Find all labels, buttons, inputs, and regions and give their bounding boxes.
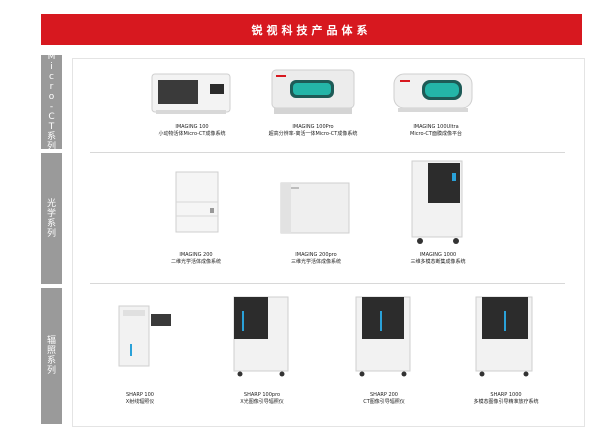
section-label-char: 照 [46, 346, 56, 356]
imaging-1000-image [411, 160, 463, 244]
sharp-100-image [118, 305, 171, 367]
section-label-optical: 光学系列 [41, 153, 62, 284]
section-label-char: 列 [46, 366, 56, 376]
section-label-char: 系 [46, 356, 56, 366]
divider [90, 283, 565, 284]
sharp-1000-image [475, 296, 533, 377]
section-label-char: C [48, 112, 55, 122]
section-label-irradiation: 辐照系列 [41, 288, 62, 424]
section-label-char: o [48, 92, 55, 102]
divider [90, 152, 565, 153]
section-label-char: T [48, 122, 55, 132]
imaging-200pro-image [280, 182, 350, 234]
section-label-char: 辐 [46, 336, 56, 346]
section-label-char: 列 [46, 142, 56, 152]
section-label-char: i [50, 62, 53, 72]
section-label-char: - [49, 102, 54, 112]
section-label-char: r [49, 82, 54, 92]
imaging-200-image [175, 171, 219, 233]
section-label-char: 光 [46, 198, 56, 209]
imaging-100-image [151, 73, 231, 114]
section-label-char: 系 [46, 218, 56, 229]
section-label-char: 列 [46, 228, 56, 239]
banner-title: 锐视科技产品体系 [251, 23, 372, 37]
section-label-char: M [47, 52, 56, 62]
section-label-char: c [49, 72, 54, 82]
section-label-char: 学 [46, 208, 56, 219]
page-banner: 锐视科技产品体系 [41, 14, 582, 45]
imaging-100ultra-image [393, 73, 473, 112]
sharp-100pro-image [233, 296, 289, 377]
imaging-100pro-image [271, 69, 355, 114]
section-label-char: 系 [46, 132, 56, 142]
sharp-200-image [355, 296, 411, 377]
